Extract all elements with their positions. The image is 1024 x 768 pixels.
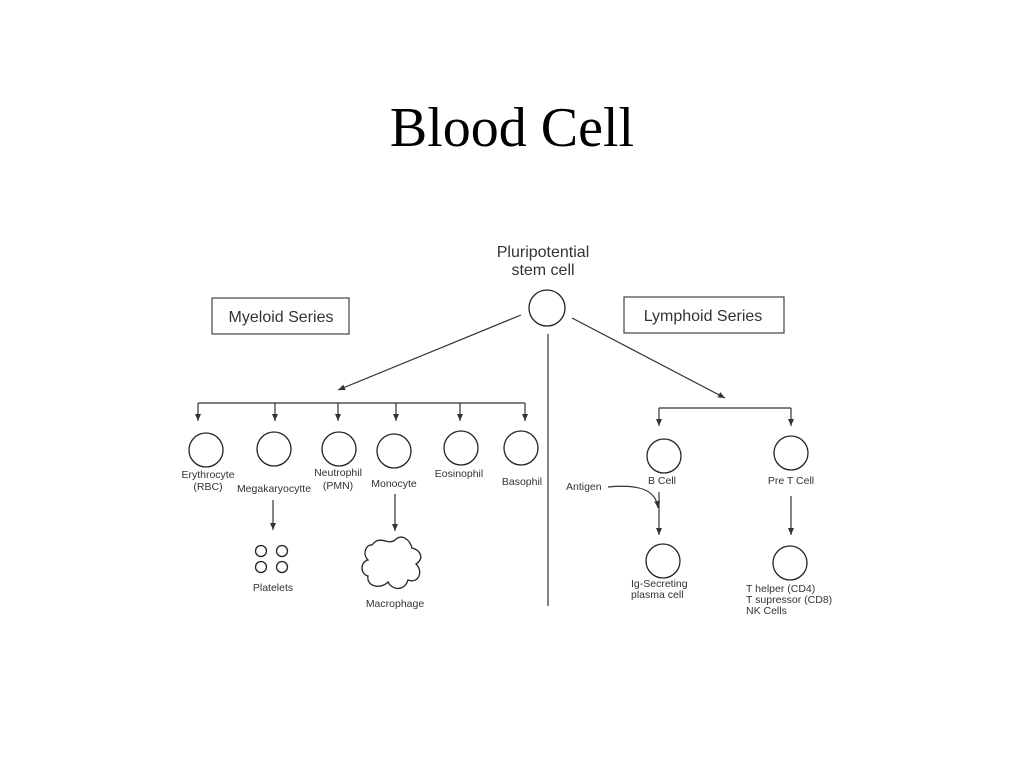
monocyte-label: Monocyte (371, 478, 417, 490)
antigen-label: Antigen (566, 481, 602, 493)
stem-cell-label-line2: stem cell (511, 262, 574, 279)
erythrocyte-cell (188, 432, 224, 468)
antigen-arrow (607, 485, 661, 509)
eosinophil-label: Eosinophil (435, 468, 483, 480)
t-cell (772, 545, 808, 581)
neutrophil-label-line1: Neutrophil (314, 467, 362, 479)
basophil-cell (503, 430, 539, 466)
neutrophil-cell (321, 431, 357, 467)
macrophage-icon (361, 536, 422, 590)
nk-cells-label: NK Cells (746, 605, 787, 617)
platelets-icon (254, 544, 289, 574)
plasma-cell (645, 543, 681, 579)
lymphoid-series-label: Lymphoid Series (644, 308, 763, 325)
t-supressor-label: T supressor (CD8) (746, 594, 832, 606)
neutrophil-label-line2: (PMN) (323, 480, 353, 492)
megakaryocyte-cell (256, 431, 292, 467)
platelets-label: Platelets (253, 582, 293, 594)
myeloid-series-box (211, 297, 350, 335)
stem-cell-label-line1: Pluripotential (497, 244, 590, 261)
slide-title: Blood Cell (389, 97, 635, 159)
pre-t-cell-label: Pre T Cell (768, 475, 814, 487)
basophil-label: Basophil (502, 476, 542, 488)
macrophage-label: Macrophage (366, 598, 425, 610)
plasma-cell-label-line1: Ig-Secreting (631, 578, 688, 590)
eosinophil-cell (443, 430, 479, 466)
myeloid-series-label: Myeloid Series (229, 309, 334, 326)
b-cell (646, 438, 682, 474)
monocyte-cell (376, 433, 412, 469)
lymphoid-series-box (623, 296, 785, 334)
erythrocyte-label-line2: (RBC) (193, 481, 222, 493)
pre-t-cell (773, 435, 809, 471)
arrow-to-myeloid (337, 314, 522, 391)
megakaryocyte-label: Megakaryocytte (237, 483, 311, 495)
arrow-to-lymphoid (571, 317, 726, 399)
erythrocyte-label-line1: Erythrocyte (181, 469, 234, 481)
b-cell-label: B Cell (648, 475, 676, 487)
plasma-cell-label-line2: plasma cell (631, 589, 684, 601)
stem-cell (528, 289, 566, 327)
t-helper-label: T helper (CD4) (746, 583, 815, 595)
